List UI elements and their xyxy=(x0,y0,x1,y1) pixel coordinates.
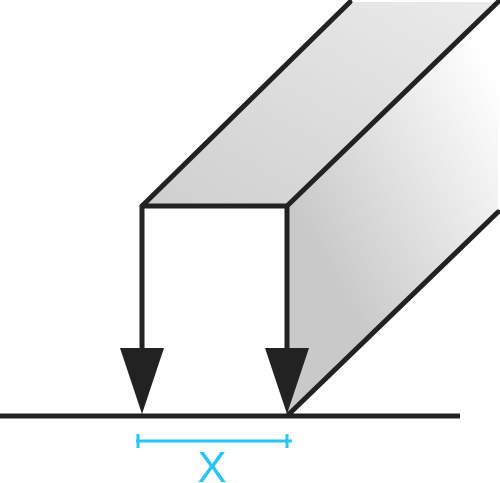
beam-top-face xyxy=(142,2,498,206)
beam-edge-bottom xyxy=(284,209,500,419)
dimension-label: X xyxy=(197,443,226,483)
projection-arrows xyxy=(120,206,309,414)
beam-edge-top-left xyxy=(139,0,353,209)
right-arrowhead xyxy=(265,348,309,414)
beam-edge-top-right xyxy=(284,0,500,209)
beam-side-face xyxy=(287,2,498,416)
dimension-marker xyxy=(136,434,292,448)
left-arrowhead xyxy=(120,348,164,414)
beam-outline xyxy=(139,0,500,419)
